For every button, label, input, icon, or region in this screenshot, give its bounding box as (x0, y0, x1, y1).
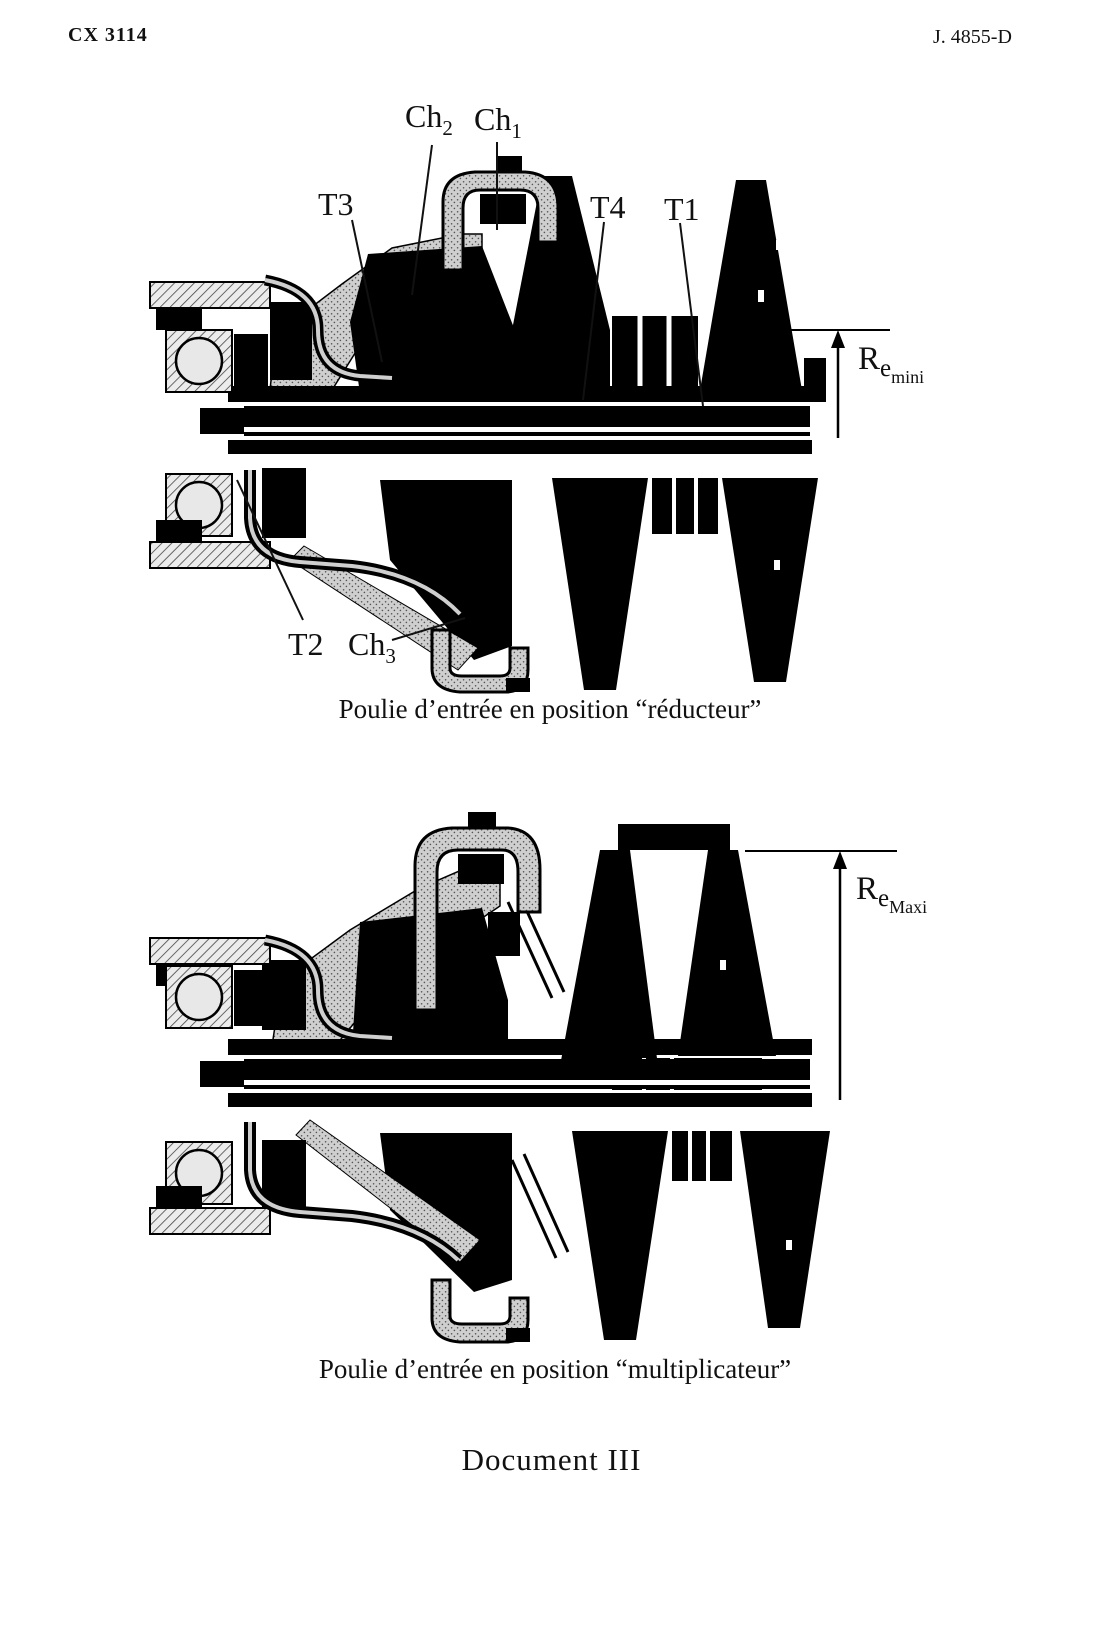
control-lever-upper (263, 934, 393, 1044)
label-t4: T4 (590, 189, 626, 225)
doc-ref-right: J. 4855-D (933, 26, 1012, 48)
pulley-flanges-lower (572, 1131, 830, 1340)
dimension-re-mini (778, 329, 890, 438)
doc-ref-left: CX 3114 (68, 24, 148, 46)
control-lever-upper (263, 274, 393, 384)
bearing-assembly-upper (149, 281, 312, 393)
belt-lower (510, 1153, 570, 1259)
label-t1: T1 (664, 191, 700, 227)
label-ch1: Ch1 (474, 101, 522, 143)
figure-multiplicateur: ReMaxi Poulie d’entrée en position “mult… (60, 810, 960, 1410)
housing-piston-lower (295, 1119, 512, 1292)
bearing-assembly-upper (149, 937, 306, 1030)
control-lever-lower (244, 1122, 463, 1265)
document-title: Document III (461, 1442, 642, 1477)
cylinder-cover-lower (430, 628, 530, 694)
dimension-re-maxi (745, 850, 897, 1100)
label-re-mini: Remini (858, 341, 925, 387)
figure-reducteur: Ch2 Ch1 T3 T4 T1 T2 Ch3 Remini Poulie d’… (60, 90, 960, 750)
label-t2: T2 (288, 626, 324, 662)
label-ch3: Ch3 (348, 626, 396, 668)
control-lever-lower (244, 470, 465, 619)
cylinder-cover-upper (413, 812, 542, 1012)
shaft (200, 1039, 812, 1107)
shaft (200, 386, 812, 454)
leader-lines (236, 142, 704, 641)
label-re-maxi: ReMaxi (856, 871, 928, 917)
cylinder-cover-lower (430, 1278, 530, 1344)
label-t3: T3 (318, 186, 354, 222)
label-ch2: Ch2 (405, 98, 453, 140)
caption-reducteur: Poulie d’entrée en position “réducteur” (338, 694, 762, 724)
bearing-assembly-lower (149, 468, 306, 569)
cylinder-cover-upper (441, 156, 560, 272)
bearing-assembly-lower (149, 1140, 306, 1235)
pulley-cross-section-multiplicateur (149, 812, 897, 1344)
caption-multiplicateur: Poulie d’entrée en position “multiplicat… (318, 1354, 792, 1384)
pulley-flanges-lower (552, 478, 818, 690)
pulley-cross-section-reducteur (149, 142, 890, 694)
